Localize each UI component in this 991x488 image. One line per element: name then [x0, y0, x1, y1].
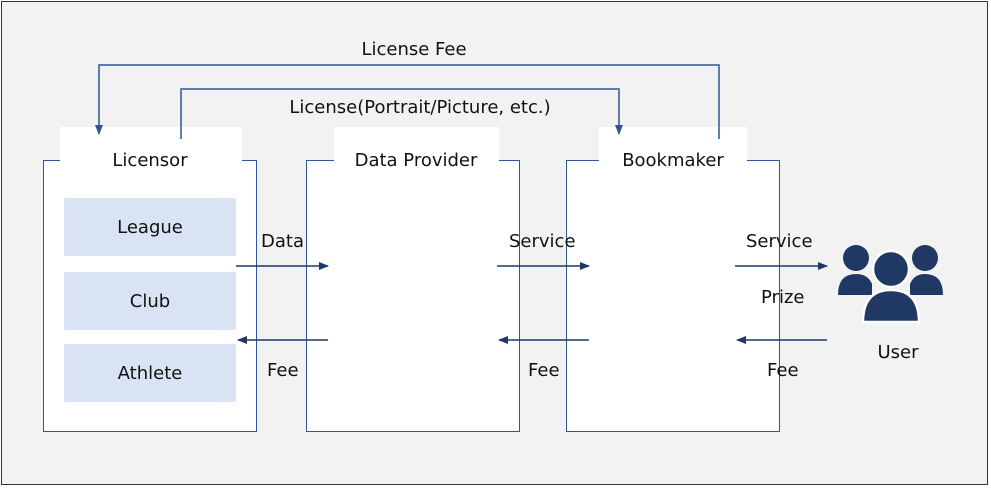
users-group-icon [838, 245, 943, 324]
data-provider-box [306, 160, 520, 432]
license-fee-connector [95, 64, 720, 139]
data-provider-tab [334, 127, 499, 175]
licensor-tab [60, 127, 242, 175]
licensor-item-label: Club [129, 290, 171, 312]
prize-label: Prize [761, 287, 805, 308]
license-fee-label: License Fee [361, 39, 467, 60]
license-label: License(Portrait/Picture, etc.) [289, 97, 551, 118]
service-dp-label: Service [509, 231, 576, 252]
licensor-title: Licensor [112, 150, 188, 171]
data-label: Data [261, 231, 304, 252]
bookmaker-box [566, 160, 780, 432]
fee-dp-label: Fee [528, 360, 560, 381]
licensor-item-athlete: Athlete [64, 344, 236, 402]
licensor-item-league: League [64, 198, 236, 256]
bookmaker-title: Bookmaker [622, 150, 724, 171]
data-provider-title: Data Provider [354, 150, 478, 171]
fee-licensor-label: Fee [267, 360, 299, 381]
licensor-item-label: League [117, 216, 183, 238]
bookmaker-tab [599, 127, 747, 175]
user-label: User [877, 342, 919, 363]
license-connector [180, 88, 623, 139]
licensor-item-club: Club [64, 272, 236, 330]
fee-bm-label: Fee [767, 360, 799, 381]
licensor-item-label: Athlete [117, 362, 183, 384]
service-bm-label: Service [746, 231, 813, 252]
